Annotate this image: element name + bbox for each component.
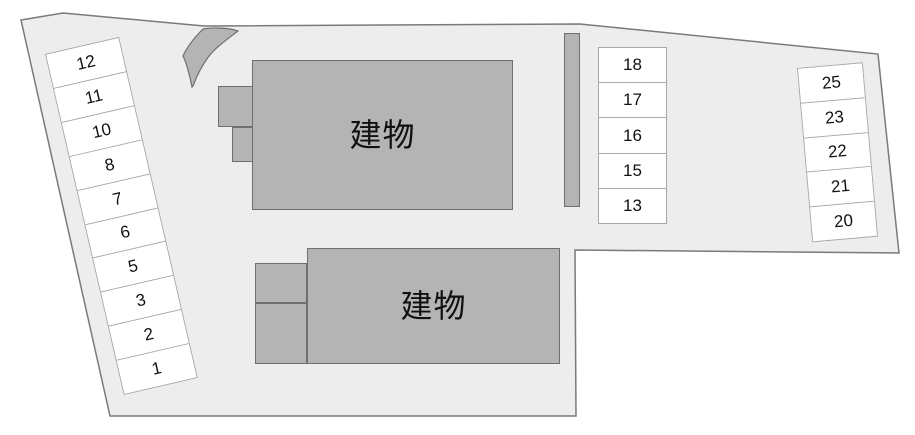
- parking-space-18: 18: [599, 48, 666, 84]
- parking-space-22: 22: [804, 132, 871, 173]
- parking-space-25: 25: [798, 63, 865, 104]
- parking-space-16: 16: [599, 118, 666, 154]
- building-top-label: 建物: [349, 117, 416, 153]
- parking-column-middle: 18 17 16 15 13: [598, 47, 667, 224]
- building-top-annex-2: [232, 127, 253, 162]
- building-bottom-annex-2: [255, 303, 307, 364]
- parking-space-20: 20: [810, 201, 877, 242]
- building-bottom: 建物: [307, 248, 560, 364]
- building-top-annex-1: [218, 86, 253, 127]
- parking-space-17: 17: [599, 83, 666, 119]
- fence-bar: [564, 33, 580, 207]
- building-bottom-label: 建物: [400, 288, 467, 324]
- building-top: 建物: [252, 60, 513, 210]
- building-bottom-annex-1: [255, 263, 307, 303]
- parking-space-15: 15: [599, 153, 666, 189]
- driveway-curve-icon: [182, 27, 240, 89]
- parking-space-23: 23: [801, 97, 868, 139]
- parking-space-13: 13: [599, 188, 666, 224]
- parking-space-21: 21: [807, 167, 874, 208]
